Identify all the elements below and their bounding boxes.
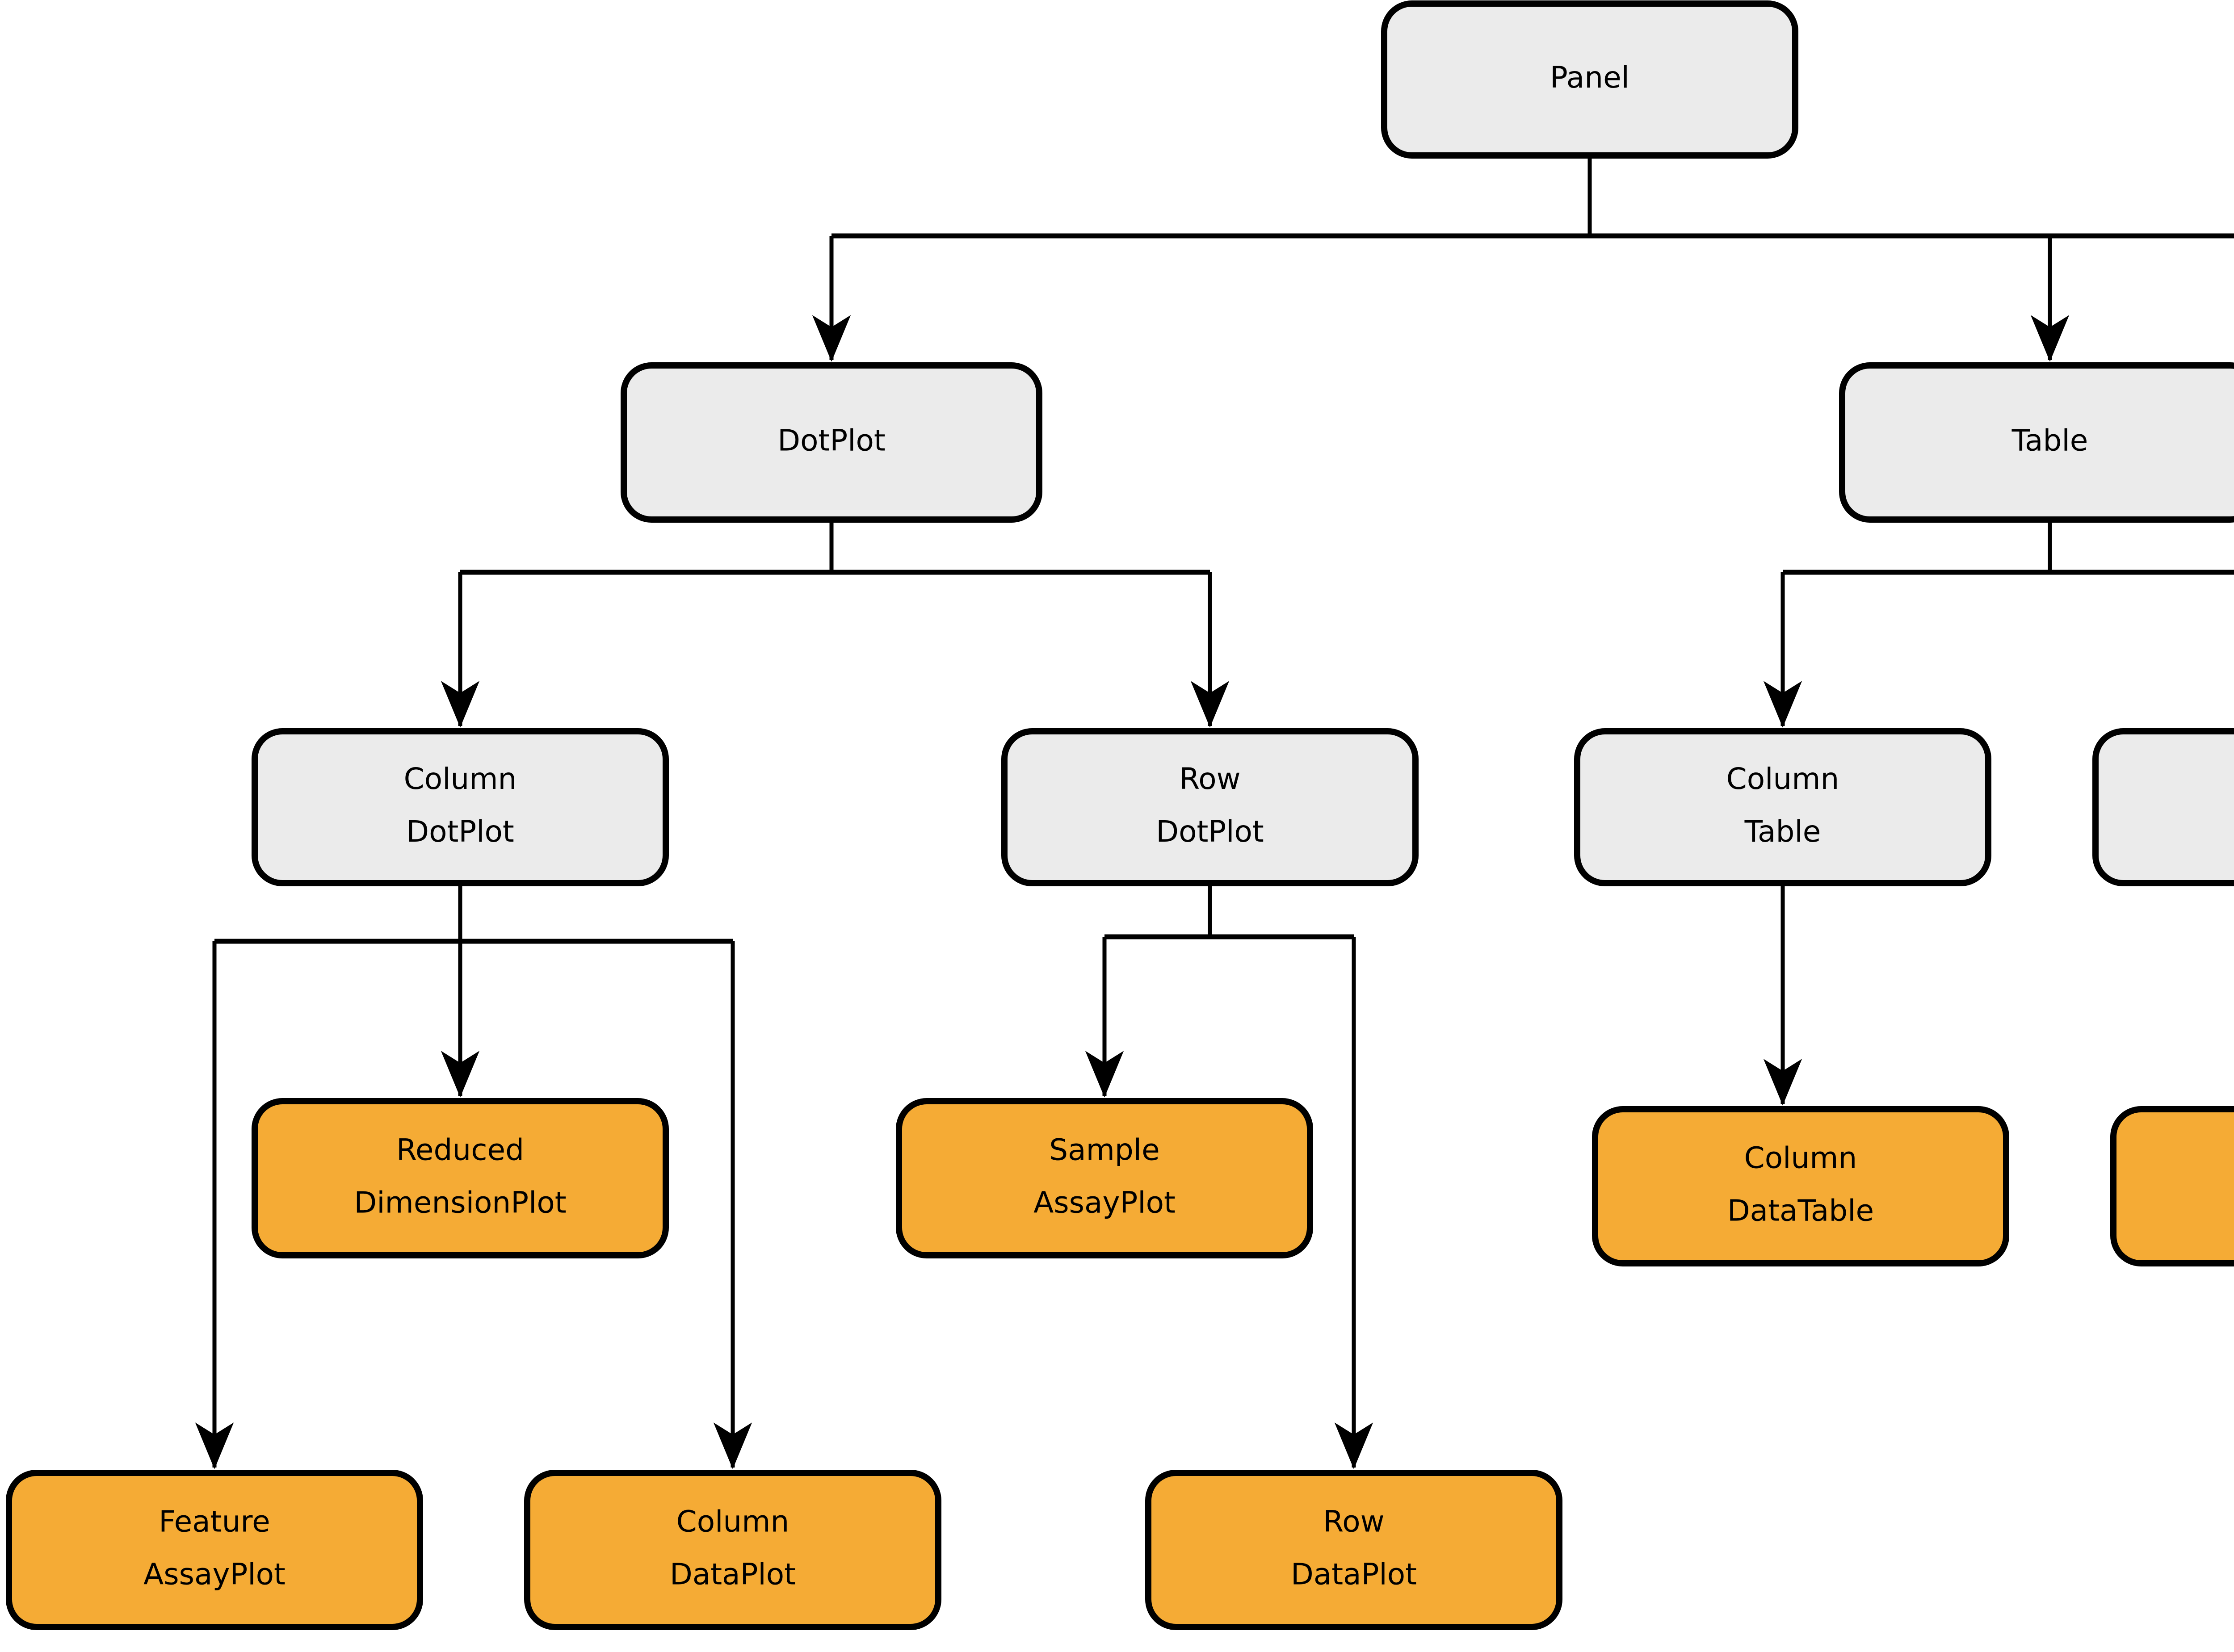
node-box-columndataplot[interactable] <box>524 1470 941 1630</box>
node-box-columntable[interactable] <box>1574 728 1991 886</box>
edge-group-panel <box>812 155 2234 362</box>
node-box-featureassayplot[interactable] <box>6 1470 423 1630</box>
node-box-rowtable[interactable] <box>2092 728 2234 886</box>
node-rowtable[interactable]: RowTable <box>2092 728 2234 886</box>
nodes-layer: PanelDotPlotTableComplexHeatmapPlotColum… <box>6 0 2234 1630</box>
node-box-sampleassayplot[interactable] <box>896 1098 1313 1258</box>
node-box-table[interactable] <box>1839 362 2234 523</box>
node-box-reduceddimensionplot[interactable] <box>252 1098 669 1258</box>
edge-group-columndotplot <box>195 883 752 1469</box>
node-box-rowdatatable[interactable] <box>2110 1106 2234 1266</box>
edge-group-rowdotplot <box>1085 883 1373 1469</box>
edge-group-dotplot <box>441 520 1230 728</box>
node-rowdatatable[interactable]: RowDataTable <box>2110 1106 2234 1266</box>
node-box-panel[interactable] <box>1381 0 1798 159</box>
edge-group-table <box>1763 520 2234 728</box>
node-box-columndatatable[interactable] <box>1592 1106 2009 1266</box>
node-box-dotplot[interactable] <box>621 362 1042 523</box>
node-box-rowdotplot[interactable] <box>1001 728 1419 886</box>
node-box-columndotplot[interactable] <box>252 728 669 886</box>
node-panel[interactable]: Panel <box>1381 0 1798 159</box>
edges-layer <box>195 155 2234 1469</box>
node-table[interactable]: Table <box>1839 362 2234 523</box>
node-dotplot[interactable]: DotPlot <box>621 362 1042 523</box>
node-box-rowdataplot[interactable] <box>1145 1470 1562 1630</box>
